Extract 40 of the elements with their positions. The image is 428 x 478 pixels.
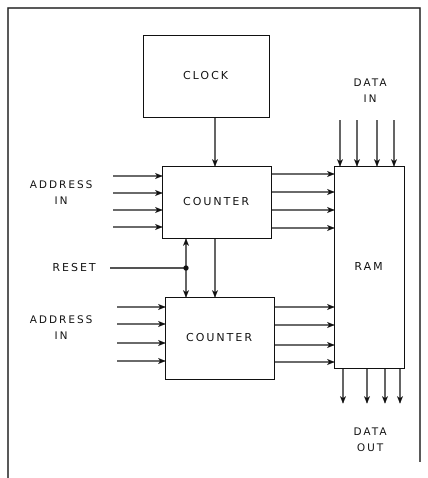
block-label: RAM bbox=[354, 259, 385, 276]
arrow bbox=[275, 304, 335, 310]
arrow bbox=[272, 188, 335, 196]
arrow bbox=[212, 118, 218, 167]
block-label: COUNTER bbox=[183, 194, 251, 210]
arrow bbox=[275, 322, 335, 328]
arrow bbox=[374, 120, 380, 167]
counter-block bbox=[165, 297, 275, 380]
arrow bbox=[110, 267, 190, 298]
arrow bbox=[275, 342, 335, 348]
reset-label: RESET bbox=[52, 260, 98, 276]
arrow bbox=[340, 369, 346, 404]
counter-block bbox=[162, 166, 272, 239]
arrow bbox=[117, 358, 166, 364]
clock-block bbox=[143, 35, 270, 118]
signal-label: ADDRESS IN bbox=[28, 313, 96, 344]
ram-block bbox=[334, 166, 405, 369]
arrow bbox=[336, 120, 344, 167]
signal-label: ADDRESS IN bbox=[28, 178, 96, 209]
arrow bbox=[275, 358, 335, 366]
block-label: COUNTER bbox=[186, 330, 254, 346]
arrow bbox=[354, 120, 360, 167]
signal-label: DATA OUT bbox=[352, 425, 390, 456]
arrow bbox=[390, 120, 398, 167]
arrow bbox=[117, 340, 166, 346]
arrow bbox=[272, 170, 335, 178]
arrow bbox=[364, 369, 370, 404]
arrow bbox=[272, 224, 335, 232]
arrow bbox=[117, 304, 166, 310]
arrow bbox=[382, 369, 388, 404]
arrow bbox=[113, 224, 163, 230]
block-label: CLOCK bbox=[183, 68, 230, 84]
arrow bbox=[272, 206, 335, 214]
arrow bbox=[113, 190, 163, 196]
arrow bbox=[113, 172, 163, 180]
signal-label: DATA IN bbox=[352, 76, 390, 107]
arrow bbox=[117, 320, 166, 328]
arrow bbox=[396, 369, 404, 404]
arrow bbox=[212, 239, 218, 298]
arrow bbox=[113, 206, 163, 214]
